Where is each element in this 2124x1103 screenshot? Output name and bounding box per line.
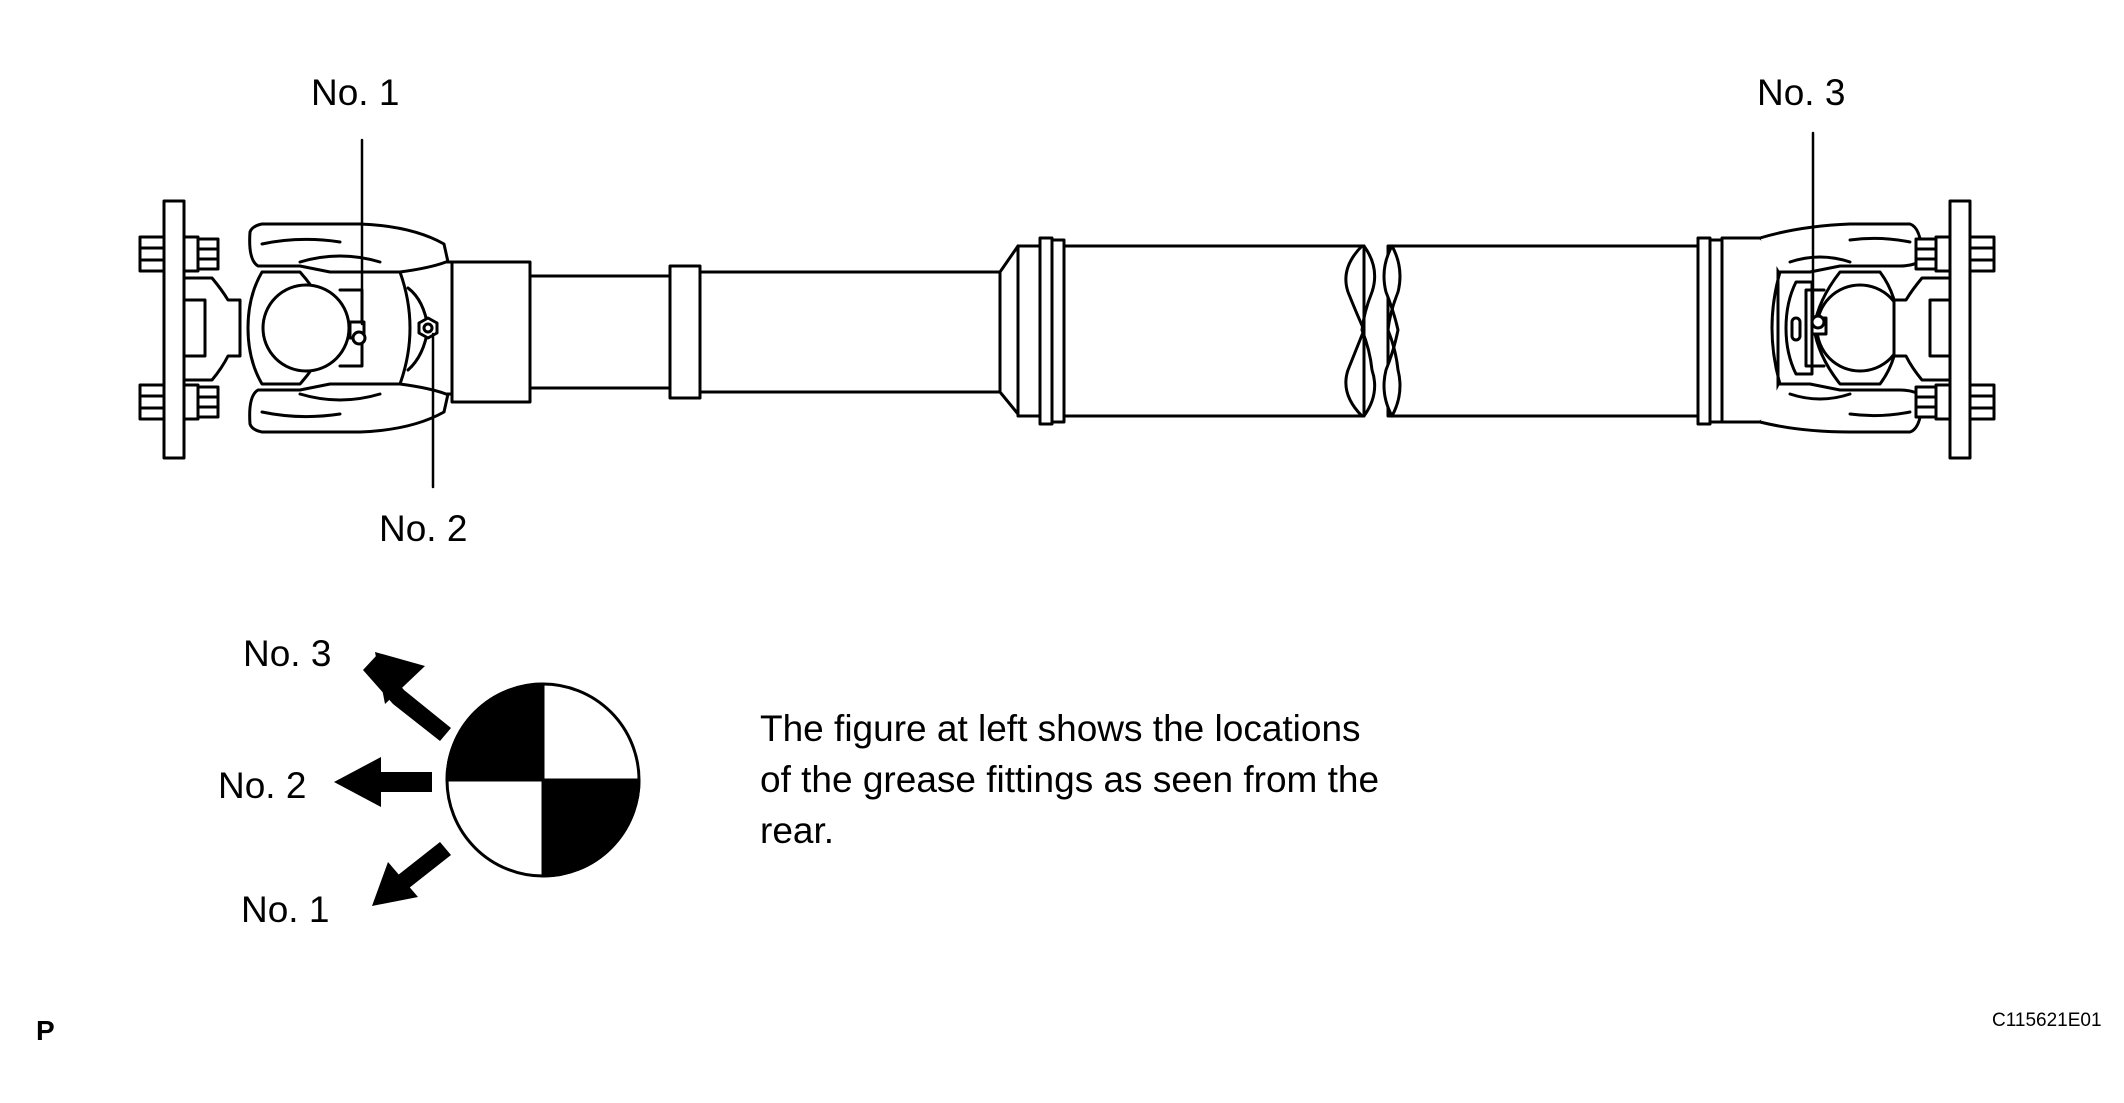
description-text: The figure at left shows the locations o… (760, 708, 1380, 851)
page-mark: P (36, 1015, 55, 1046)
callout-no2: No. 2 (379, 508, 468, 549)
tube (1016, 236, 1724, 426)
arrow-no3-head (375, 652, 425, 704)
arrow-no1-head (372, 862, 418, 906)
arrow-no2-head (334, 757, 381, 807)
left-flange-bolts (138, 235, 220, 421)
arrow-no2-icon (375, 772, 432, 792)
direction-arrows (334, 652, 451, 906)
callout-no1: No. 1 (311, 72, 400, 113)
right-flange-bolts (1914, 235, 1996, 421)
legend-no1: No. 1 (241, 889, 330, 930)
orientation-circle (445, 682, 641, 878)
arrow-no1-icon (393, 842, 451, 892)
leader-lines (360, 131, 1815, 489)
legend-no3: No. 3 (243, 633, 332, 674)
right-universal-joint (1720, 222, 1924, 434)
slip-sleeve (450, 244, 1020, 416)
figure-code: C115621E01 (1992, 1010, 2102, 1031)
left-universal-joint (246, 222, 454, 434)
callout-no3: No. 3 (1757, 72, 1846, 113)
left-flange (138, 199, 242, 460)
legend-no2: No. 2 (218, 765, 307, 806)
right-flange (1892, 199, 1996, 460)
